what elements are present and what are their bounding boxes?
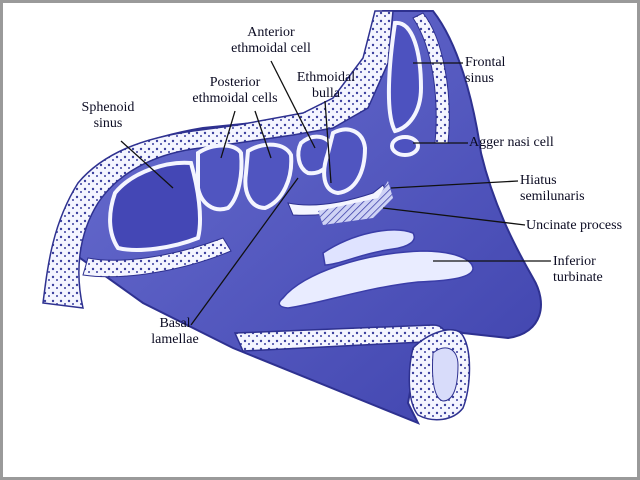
label-line: ethmoidal cell bbox=[231, 41, 311, 56]
label-line: Inferior bbox=[553, 254, 596, 269]
label-agger-nasi-cell: Agger nasi cell bbox=[469, 135, 554, 151]
frontal-sinus-cavity bbox=[386, 21, 424, 134]
inferior-turbinate-shape bbox=[278, 250, 474, 309]
label-line: Basal bbox=[159, 316, 191, 331]
sphenoid-sinus-cavity bbox=[108, 160, 202, 252]
label-line: Hiatus bbox=[520, 173, 557, 188]
agger-nasi-cavity bbox=[390, 135, 420, 157]
maxilla-inner bbox=[432, 347, 459, 402]
leader-hiatus bbox=[390, 180, 519, 189]
label-frontal-sinus: Frontal sinus bbox=[465, 55, 505, 87]
label-uncinate-process: Uncinate process bbox=[526, 218, 622, 234]
label-line: Agger nasi cell bbox=[469, 135, 554, 150]
label-line: sinus bbox=[93, 116, 123, 131]
nasal-cavity-illustration bbox=[42, 10, 551, 425]
leader-basal bbox=[190, 177, 299, 326]
skull-base-bone bbox=[42, 10, 394, 309]
posterior-ethmoid-cell-2 bbox=[243, 142, 294, 211]
label-line: sinus bbox=[465, 71, 494, 86]
ethmoidal-bulla-cavity bbox=[322, 127, 368, 196]
leader-sphenoid bbox=[120, 140, 174, 189]
leader-posterior-ethmoid-1 bbox=[220, 110, 236, 159]
label-line: semilunaris bbox=[520, 189, 585, 204]
leader-uncinate bbox=[382, 207, 526, 226]
label-line: Uncinate process bbox=[526, 218, 623, 233]
label-line: Frontal bbox=[465, 55, 506, 70]
posterior-ethmoid-cell-1 bbox=[196, 143, 244, 212]
leader-lines bbox=[120, 60, 551, 326]
label-line: Ethmoidal bbox=[296, 70, 356, 85]
label-line: bulla bbox=[312, 86, 340, 101]
label-ethmoidal-bulla: Ethmoidal bulla bbox=[289, 70, 363, 102]
label-anterior-ethmoidal-cell: Anterior ethmoidal cell bbox=[221, 25, 321, 57]
label-line: lamellae bbox=[151, 332, 199, 347]
middle-turbinate bbox=[322, 229, 415, 266]
label-line: Posterior bbox=[209, 75, 261, 90]
label-line: ethmoidal cells bbox=[192, 91, 278, 106]
sphenoid-floor-bone bbox=[82, 237, 232, 278]
label-line: Anterior bbox=[247, 25, 295, 40]
label-sphenoid-sinus: Sphenoid sinus bbox=[73, 100, 143, 132]
label-basal-lamellae: Basal lamellae bbox=[143, 316, 207, 348]
leader-bulla bbox=[324, 100, 332, 184]
uncinate-hatch bbox=[318, 181, 393, 225]
label-hiatus-semilunaris: Hiatus semilunaris bbox=[520, 173, 585, 205]
leader-anterior-ethmoid bbox=[270, 60, 316, 149]
label-line: turbinate bbox=[553, 270, 603, 285]
leader-posterior-ethmoid-2 bbox=[254, 110, 272, 159]
label-inferior-turbinate: Inferior turbinate bbox=[553, 254, 603, 286]
label-posterior-ethmoidal-cells: Posterior ethmoidal cells bbox=[183, 75, 287, 107]
label-line: Sphenoid bbox=[81, 100, 135, 115]
